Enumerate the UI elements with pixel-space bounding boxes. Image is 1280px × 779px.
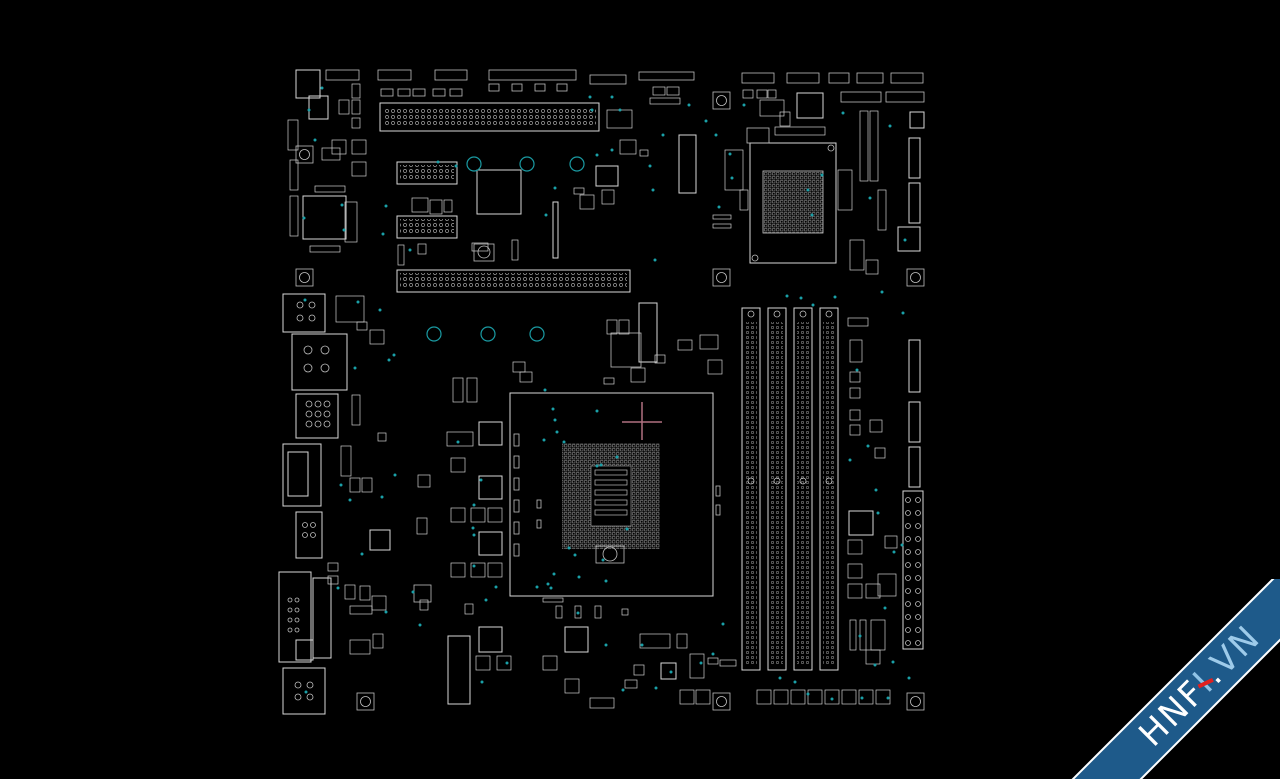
cpu-socket-center [590, 465, 632, 527]
ic-chips[interactable] [295, 92, 925, 705]
rear-io-ports[interactable] [278, 69, 348, 715]
dimm-slot-b1[interactable] [793, 307, 813, 671]
pcie-x1-slot-2[interactable] [396, 215, 458, 239]
chipset-ball-grid [762, 170, 824, 234]
chipset-bga[interactable] [746, 127, 837, 264]
pcie-slot-2[interactable] [396, 269, 631, 293]
watermark-strip: HNFI.VN [1070, 579, 1280, 779]
watermark-text: HNFI.VN [1131, 617, 1268, 754]
standoff-pads [295, 91, 925, 711]
watermark-banner: HNFI.VN [1070, 579, 1280, 779]
mount-holes [426, 156, 585, 342]
pcie-x1-slot-1[interactable] [396, 161, 458, 185]
cpu-socket[interactable] [509, 392, 721, 597]
dimm-slot-a1[interactable] [741, 307, 761, 671]
io-port-pins [287, 301, 331, 701]
smd-passives [287, 83, 898, 709]
pcie-slot-1[interactable] [379, 102, 600, 132]
dimm-slot-b2[interactable] [819, 307, 839, 671]
top-headers[interactable] [325, 69, 925, 103]
dimm-slot-a2[interactable] [767, 307, 787, 671]
test-points [302, 86, 911, 701]
atx-power-connector[interactable] [902, 490, 924, 650]
alignment-crosshair-icon [622, 402, 662, 440]
